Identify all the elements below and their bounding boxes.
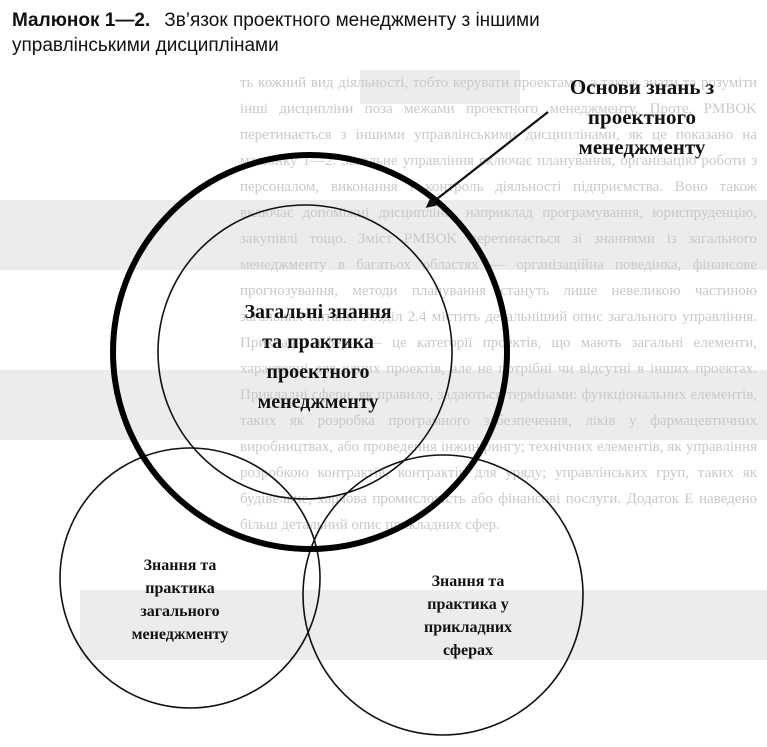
application-label-line4: сферах — [443, 642, 493, 659]
pointer-label-line2: проектного — [588, 105, 696, 129]
pm-label-line1: Загальні знання — [244, 301, 391, 323]
circle-general-management — [59, 447, 321, 709]
pm-label-line4: менеджменту — [258, 391, 379, 413]
pointer-label-line1: Основи знань з — [570, 75, 714, 99]
bleed-paragraph: ть кожний вид діяльності, тобто керувати… — [240, 75, 757, 533]
pm-label-line2: та практика — [262, 331, 374, 353]
circle-pmbok — [110, 152, 510, 552]
circle-pm-knowledge — [157, 204, 453, 500]
figure-title-line1: Зв’язок проектного менеджменту з іншими — [164, 10, 540, 31]
general-label-line3: загального — [140, 603, 219, 620]
figure-title-line2: управлінськими дисциплінами — [12, 35, 279, 56]
pointer-label-line3: менеджменту — [579, 135, 706, 159]
application-label-line1: Знання та — [432, 573, 505, 590]
general-label-line1: Знання та — [144, 557, 217, 574]
pointer-arrow — [425, 111, 549, 208]
circle-application-areas — [302, 454, 584, 736]
general-label-line2: практика — [145, 580, 214, 597]
figure-caption: Малюнок 1—2. Зв’язок проектного менеджмен… — [12, 8, 752, 58]
pm-label-line3: проектного — [267, 361, 370, 383]
figure-number: Малюнок 1—2. — [12, 10, 151, 31]
general-label-line4: менеджменту — [132, 626, 229, 643]
application-label-line2: практика у — [427, 596, 508, 613]
application-label-line3: прикладних — [424, 619, 512, 636]
bleed-through-text: ть кожний вид діяльності, тобто керувати… — [0, 70, 767, 747]
